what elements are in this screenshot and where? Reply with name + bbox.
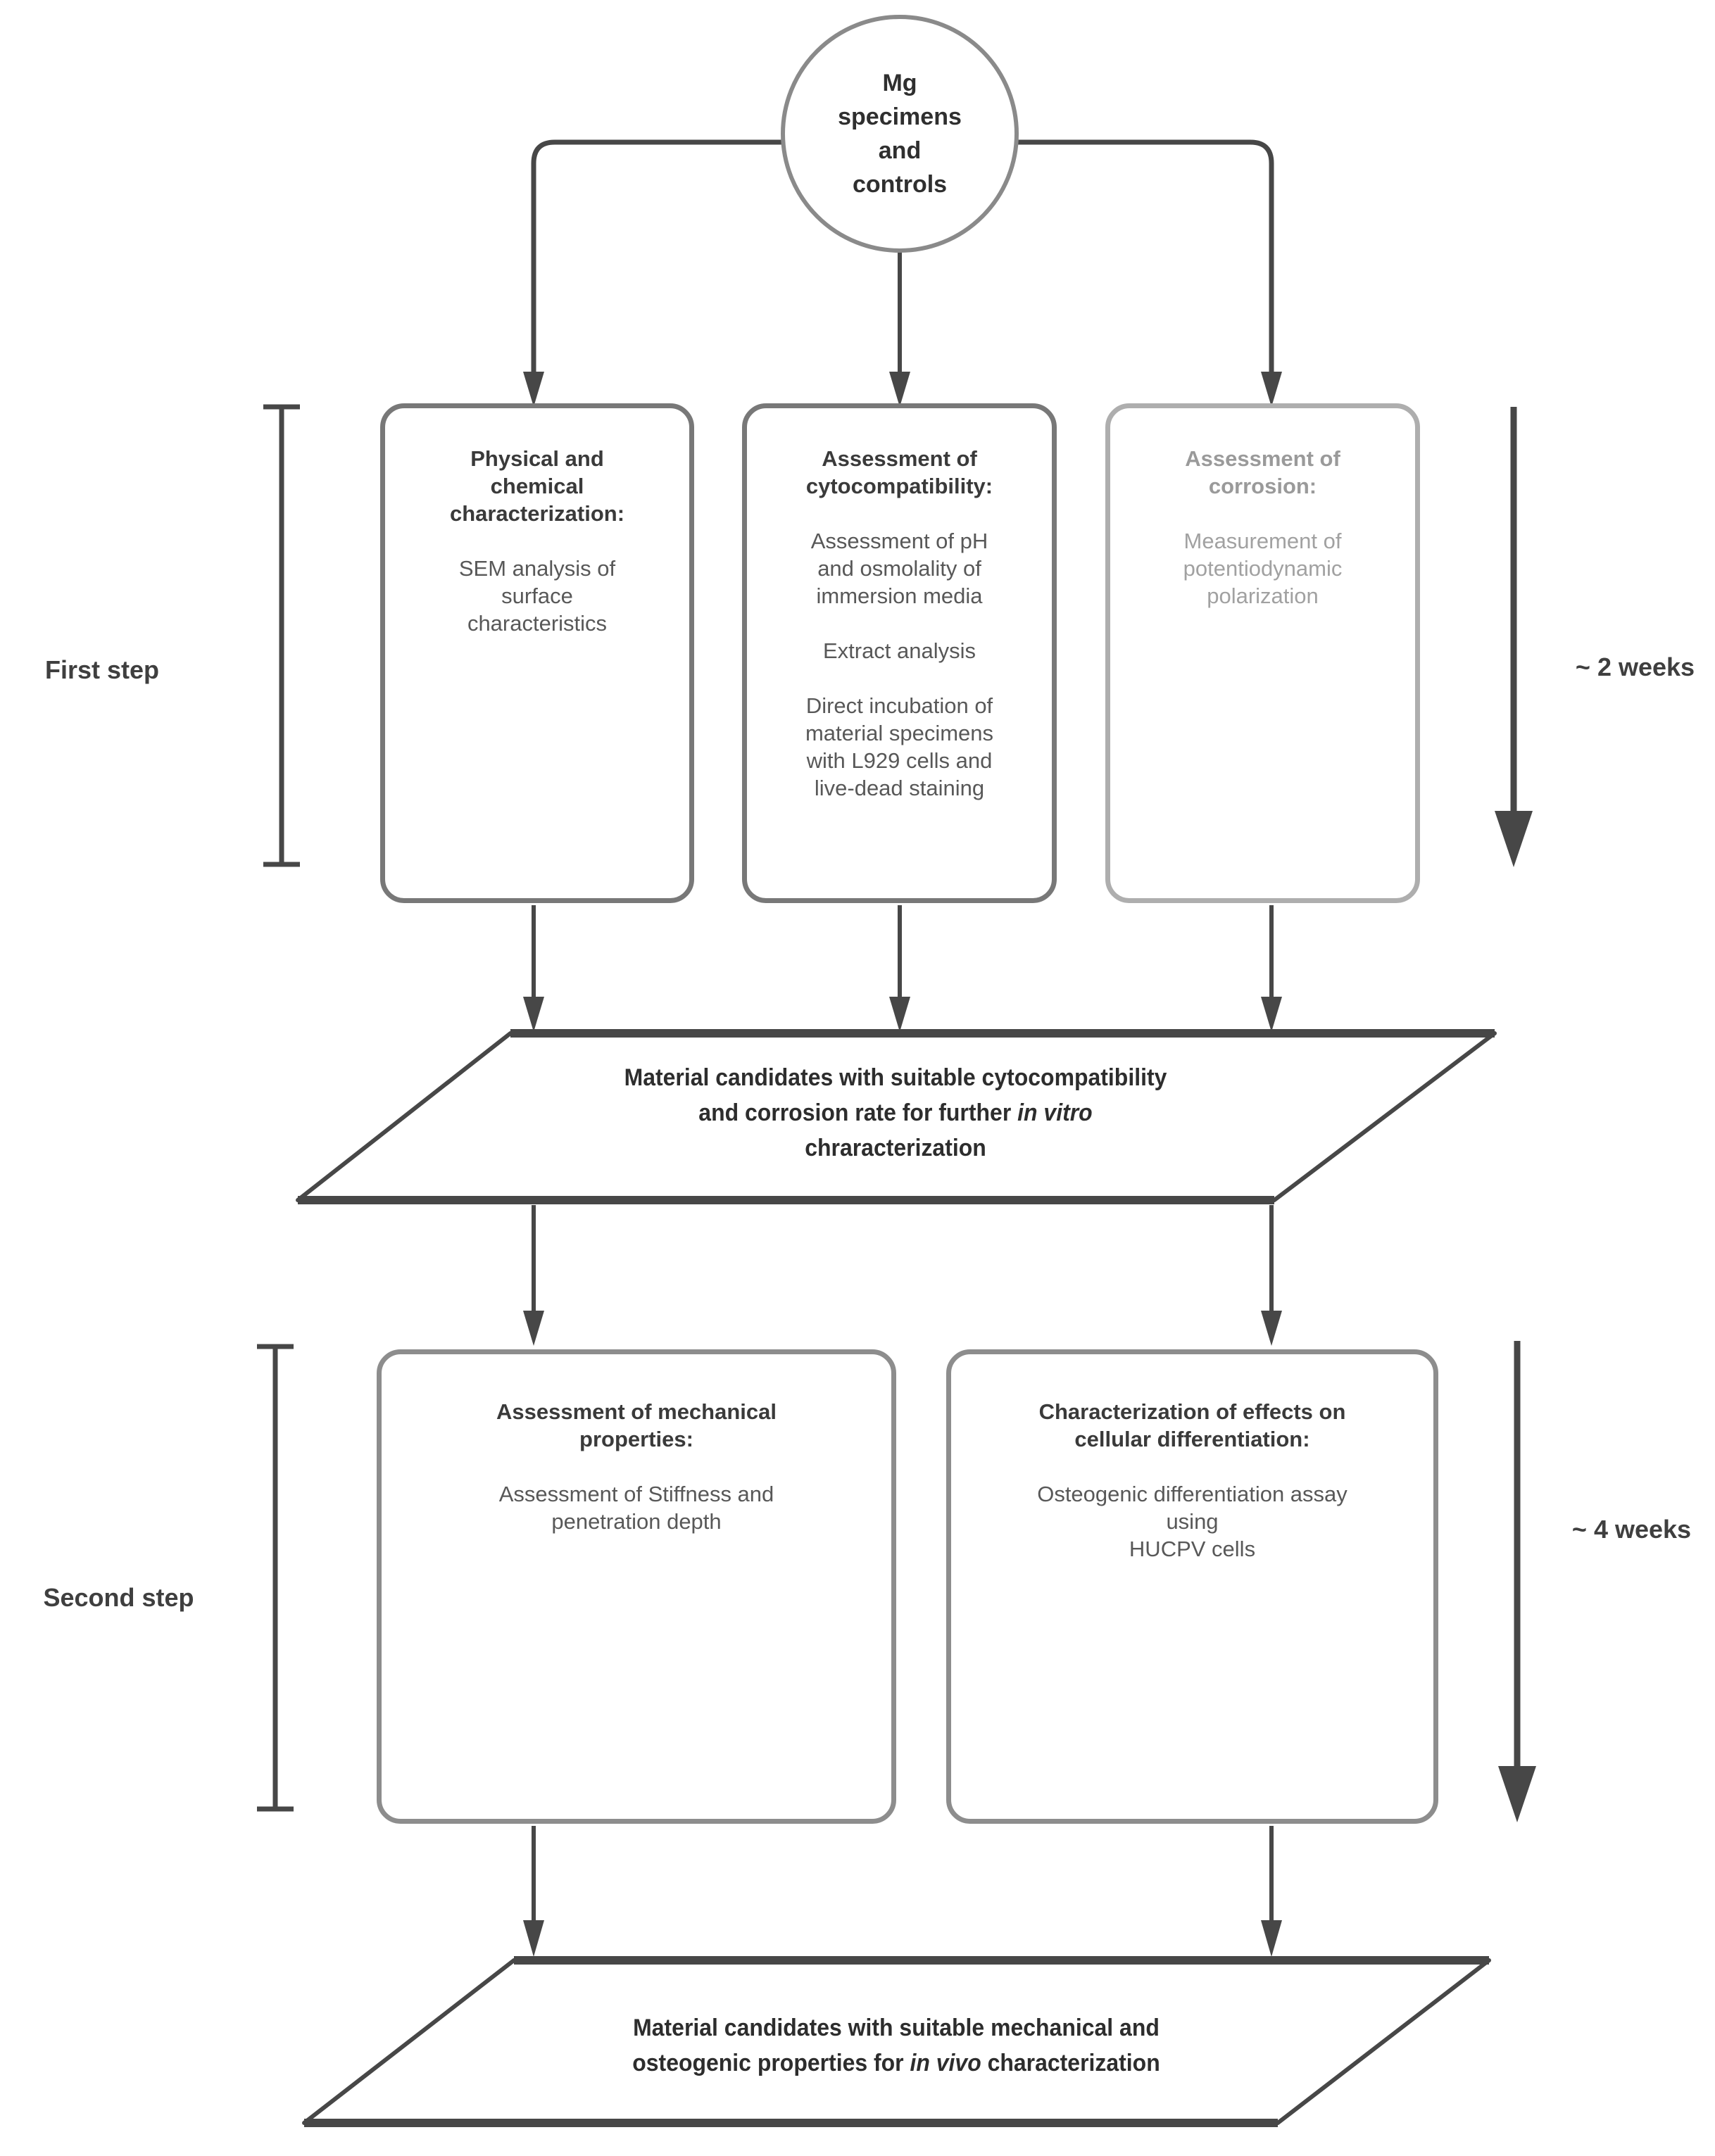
arrowhead-row2-left	[523, 1311, 544, 1346]
label-second-step: Second step	[43, 1583, 194, 1612]
label-first-step: First step	[44, 655, 160, 684]
node-mechanical: Assessment of mechanical properties: Ass…	[377, 1349, 896, 1824]
row1-outcome-connectors	[532, 905, 1274, 998]
arrowhead-box1	[523, 372, 544, 407]
node-title: Physical and chemical characterization:	[449, 446, 625, 526]
node-title: Characterization of effects on cellular …	[1038, 1399, 1346, 1451]
mg-circle-shape	[781, 15, 1019, 253]
node-body: Measurement of potentiodynamic polarizat…	[1183, 529, 1343, 608]
node-corrosion: Assessment of corrosion: Measurement of …	[1105, 403, 1420, 903]
arrowhead-outcome2-left	[523, 1920, 544, 1957]
node-physical-chemical: Physical and chemical characterization: …	[380, 403, 694, 903]
mg-circle-label: Mg specimens and controls	[838, 70, 962, 198]
node-body-item: Direct incubation of material specimens …	[805, 693, 994, 800]
arrowhead-row2-right	[1261, 1311, 1282, 1346]
outcome1-row2-connectors	[532, 1205, 1274, 1312]
node-cytocompatibility: Assessment of cytocompatibility: Assessm…	[742, 403, 1057, 903]
arrowhead-outcome1-center	[889, 997, 910, 1032]
node-body: SEM analysis of surface characteristics	[458, 556, 616, 636]
arrowhead-box3	[1261, 372, 1282, 407]
step2-bracket	[257, 1344, 294, 1812]
step1-bracket	[263, 404, 300, 867]
outcome2-parallelogram	[302, 1956, 1491, 2127]
outcome1-line3: chraracterization	[805, 1135, 986, 1161]
node-title: Assessment of mechanical properties:	[496, 1399, 777, 1451]
node-body-item: Extract analysis	[822, 638, 976, 663]
node-title: Assessment of cytocompatibility:	[805, 446, 993, 498]
arrowhead-outcome2-right	[1261, 1920, 1282, 1957]
label-step2-duration: ~ 4 weeks	[1571, 1515, 1692, 1544]
outcome2-line2: osteogenic properties for in vivo charac…	[632, 2050, 1160, 2076]
arrowhead-box2	[889, 372, 910, 407]
node-differentiation: Characterization of effects on cellular …	[946, 1349, 1438, 1824]
row2-outcome-connectors	[532, 1826, 1274, 1922]
outcome1-line1: Material candidates with suitable cytoco…	[624, 1064, 1167, 1091]
outcome1-parallelogram	[296, 1029, 1497, 1204]
arrowhead-outcome1-right	[1261, 997, 1282, 1032]
outcome2-line1: Material candidates with suitable mechan…	[633, 2015, 1160, 2041]
arrowhead-outcome1-left	[523, 997, 544, 1032]
step1-timeline-arrowhead	[1495, 811, 1533, 867]
label-step1-duration: ~ 2 weeks	[1575, 653, 1695, 681]
node-body-item: Assessment of pH and osmolality of immer…	[810, 529, 988, 608]
outcome2-label: Material candidates with suitable mechan…	[532, 2010, 1260, 2081]
outcome1-line2: and corrosion rate for further in vitro	[698, 1099, 1093, 1126]
step2-timeline-arrowhead	[1498, 1766, 1536, 1822]
node-title: Assessment of corrosion:	[1185, 446, 1340, 498]
node-body: Assessment of Stiffness and penetration …	[498, 1482, 774, 1534]
outcome1-label: Material candidates with suitable cytoco…	[527, 1060, 1263, 1166]
node-body: Osteogenic differentiation assay using H…	[1037, 1482, 1348, 1561]
